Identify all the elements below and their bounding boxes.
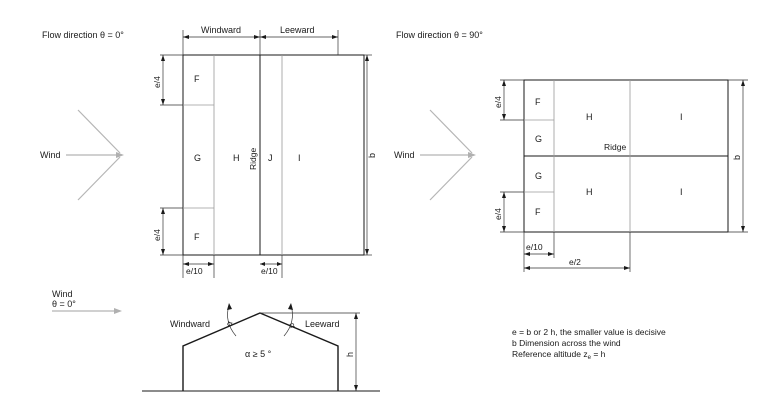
right-wind-arrows: [420, 109, 476, 201]
left-zone-h: H: [233, 153, 240, 163]
left-plan: Flow direction θ = 0° Wind F G H J I F R…: [40, 25, 377, 278]
left-dim-e10-left: e/10: [186, 266, 203, 276]
notes: e = b or 2 h, the smaller value is decis…: [512, 327, 666, 361]
left-zone-f-top: F: [194, 74, 200, 84]
left-zone-g: G: [194, 153, 201, 163]
section-wind-label: Wind: [52, 289, 73, 299]
left-zone-i: I: [298, 153, 301, 163]
right-dim-b: b: [732, 155, 742, 160]
note-line-3-main: Reference altitude z: [512, 349, 588, 359]
left-dim-e4-bottom: e/4: [152, 229, 162, 241]
note-line-3-sub: e: [588, 355, 592, 361]
windward-pressure-arc: [227, 304, 237, 337]
section-leeward-label: Leeward: [305, 319, 340, 329]
note-line-3-end: = h: [591, 349, 606, 359]
right-zone-f-top: F: [535, 97, 541, 107]
left-wind-label: Wind: [40, 150, 61, 160]
left-dim-b: b: [367, 153, 377, 158]
right-wind-label: Wind: [394, 150, 415, 160]
section-angle-label: α ≥ 5 °: [245, 349, 272, 359]
note-line-2: b Dimension across the wind: [512, 338, 621, 348]
left-dim-e10-right: e/10: [261, 266, 278, 276]
section-theta-label: θ = 0°: [52, 299, 76, 309]
note-line-1: e = b or 2 h, the smaller value is decis…: [512, 327, 666, 337]
right-ridge-label: Ridge: [604, 142, 626, 152]
note-line-3: Reference altitude ze = h: [512, 349, 606, 361]
right-zone-i-bottom: I: [680, 187, 683, 197]
left-leeward-label: Leeward: [280, 25, 315, 35]
alpha-left: α: [223, 320, 234, 328]
section-windward-label: Windward: [170, 319, 210, 329]
left-zone-f-bottom: F: [194, 232, 200, 242]
right-plan: Flow direction θ = 90° Wind F G H I Ridg…: [394, 30, 748, 272]
left-flow-title: Flow direction θ = 0°: [42, 30, 124, 40]
right-dim-e4-top: e/4: [493, 96, 503, 108]
leeward-pressure-arc: [283, 304, 293, 337]
right-zone-h-top: H: [586, 112, 593, 122]
right-zone-i-top: I: [680, 112, 683, 122]
left-ridge-label: Ridge: [248, 148, 258, 170]
right-dim-e10: e/10: [526, 242, 543, 252]
right-zone-f-bottom: F: [535, 207, 541, 217]
left-dim-e4-top: e/4: [152, 76, 162, 88]
alpha-right: α: [287, 321, 298, 329]
right-zone-g-top: G: [535, 134, 542, 144]
right-flow-title: Flow direction θ = 90°: [396, 30, 483, 40]
right-dim-e4-bottom: e/4: [493, 208, 503, 220]
left-windward-label: Windward: [201, 25, 241, 35]
section-view: Wind θ = 0° α α Windward Leeward α ≥ 5 °…: [52, 289, 380, 392]
right-dim-e2: e/2: [569, 257, 581, 267]
right-zone-g-bottom: G: [535, 171, 542, 181]
section-h-label: h: [345, 352, 355, 357]
left-roof-outline: [182, 54, 365, 256]
left-zone-j: J: [268, 153, 273, 163]
right-zone-h-bottom: H: [586, 187, 593, 197]
left-wind-arrows: [66, 109, 124, 201]
